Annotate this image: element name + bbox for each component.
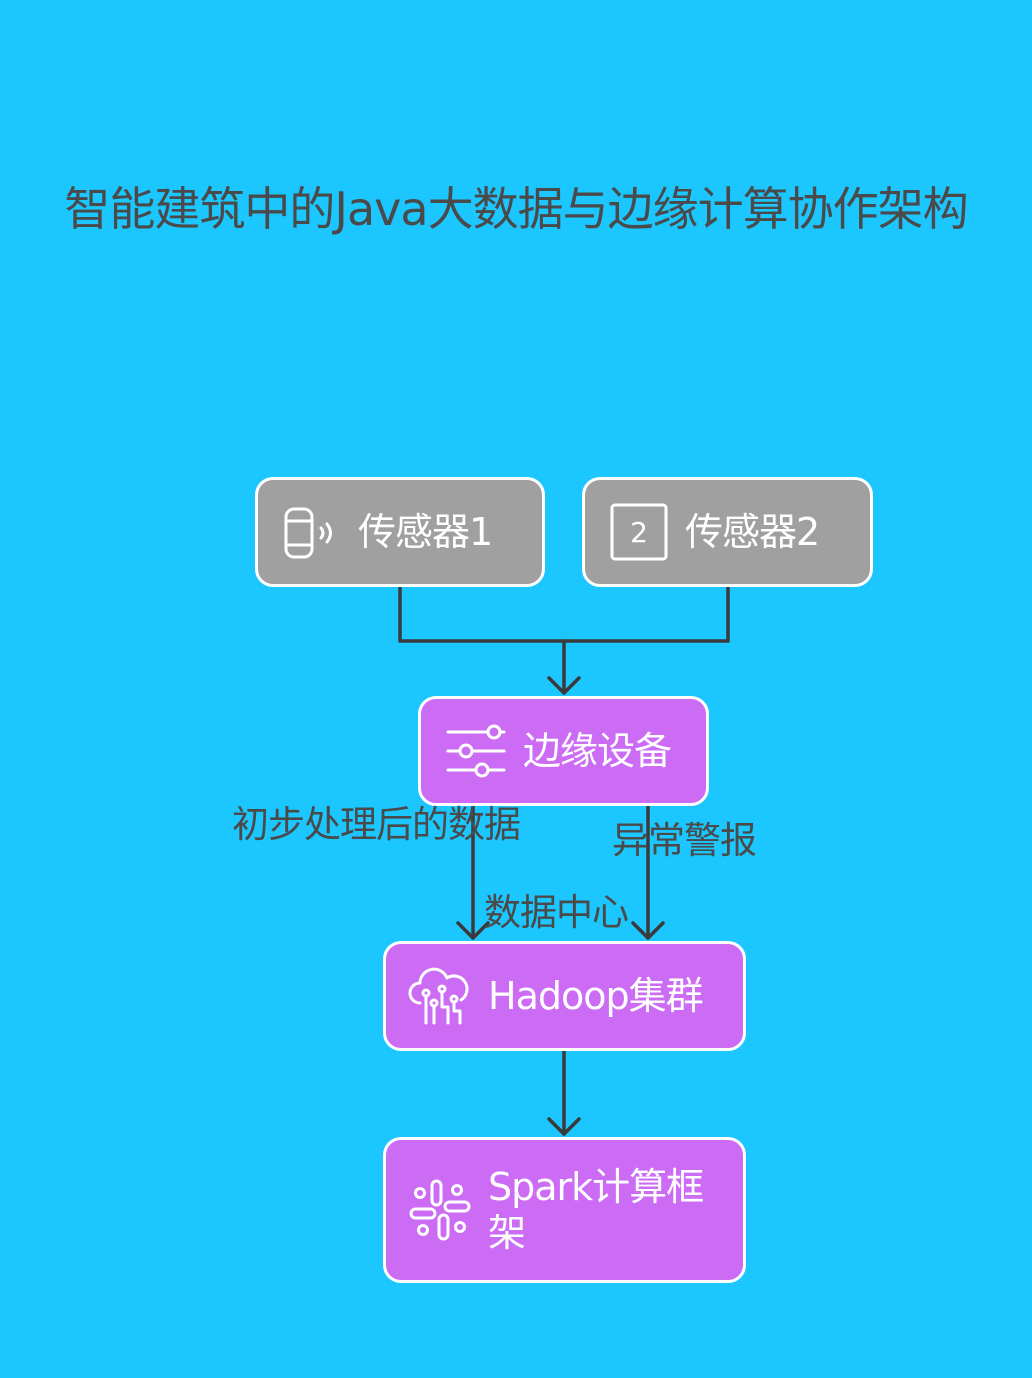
number-2-box-icon: 2: [609, 502, 669, 562]
edge-label-data-center: 数据中心: [484, 891, 629, 934]
slack-like-icon: [408, 1178, 472, 1242]
sensor2-icon-number: 2: [630, 515, 648, 549]
node-sensor1[interactable]: 传感器1: [255, 477, 545, 587]
node-edge-device[interactable]: 边缘设备: [418, 696, 709, 806]
edge-sensor1-merge: [398, 583, 566, 643]
node-spark-framework[interactable]: Spark计算框架: [383, 1137, 746, 1283]
hadoop-label: Hadoop集群: [488, 974, 704, 1018]
sensor2-label: 传感器2: [685, 510, 820, 554]
edge-device-label: 边缘设备: [523, 729, 672, 773]
node-hadoop-cluster[interactable]: Hadoop集群: [383, 941, 746, 1051]
edge-label-anomaly-alert: 异常警报: [612, 819, 757, 862]
arrowhead-edge-device: [547, 676, 581, 695]
edge-sensor2-merge: [562, 583, 730, 643]
arrowhead-processed-data: [456, 921, 490, 940]
edge-label-processed-data: 初步处理后的数据: [232, 803, 521, 846]
arrowhead-spark: [547, 1117, 581, 1136]
cloud-network-icon: [408, 963, 470, 1029]
sensor1-label: 传感器1: [358, 510, 493, 554]
wearable-sensor-icon: [282, 501, 344, 563]
arrowhead-anomaly-alert: [631, 921, 665, 940]
node-sensor2[interactable]: 2 传感器2: [582, 477, 873, 587]
sliders-icon: [445, 720, 507, 782]
spark-label: Spark计算框架: [488, 1165, 704, 1255]
diagram-title: 智能建筑中的Java大数据与边缘计算协作架构: [64, 182, 968, 236]
